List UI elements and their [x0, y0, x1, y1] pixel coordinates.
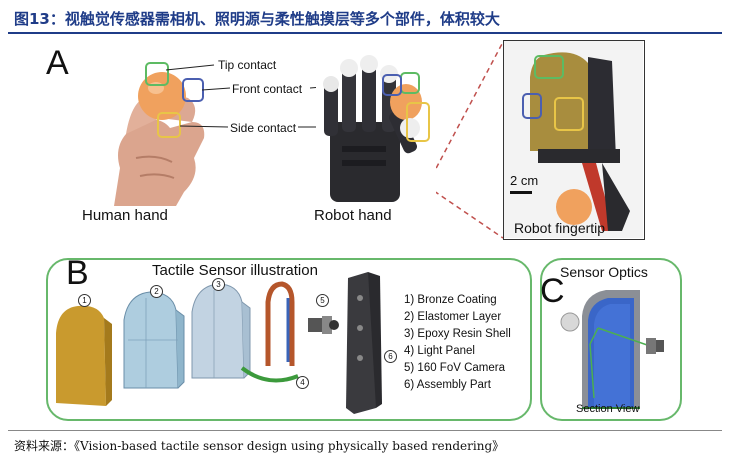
- marker-3: 3: [212, 278, 225, 291]
- front-contact-label: Front contact: [232, 82, 303, 96]
- panel-c-frame: [540, 258, 682, 421]
- fingertip-closeup-frame: 2 cm Robot fingertip: [503, 40, 645, 240]
- tip-contact-label: Tip contact: [218, 58, 277, 72]
- marker-1: 1: [78, 294, 91, 307]
- tip-contact-highlight: [145, 62, 169, 86]
- marker-2: 2: [150, 285, 163, 298]
- robot-fingertip-caption: Robot fingertip: [514, 220, 606, 236]
- section-view-caption: Section View: [576, 403, 640, 415]
- side-contact-highlight: [157, 112, 181, 138]
- figure-title: 图13：视触觉传感器需相机、照明源与柔性触摸层等多个部件，体积较大: [14, 10, 500, 28]
- panel-b-title: Tactile Sensor illustration: [152, 262, 318, 279]
- section-view-diagram: [560, 290, 664, 409]
- side-contact-label: Side contact: [230, 121, 297, 135]
- fingertip-tip-highlight: [534, 55, 564, 79]
- marker-6: 6: [384, 350, 397, 363]
- fingertip-side-highlight: [554, 97, 584, 131]
- panel-a-letter: A: [46, 44, 69, 82]
- robot-side-contact-highlight: [406, 102, 430, 142]
- legend-item-3: 3) Epoxy Resin Shell: [404, 328, 511, 340]
- marker-4: 4: [296, 376, 309, 389]
- source-note: 资料来源：《Vision-based tactile sensor design…: [14, 439, 505, 453]
- panel-c-letter: C: [540, 272, 565, 310]
- human-hand-caption: Human hand: [82, 207, 168, 224]
- robot-hand-image: [316, 54, 436, 202]
- legend-item-6: 6) Assembly Part: [404, 379, 491, 391]
- legend-item-4: 4) Light Panel: [404, 345, 475, 357]
- robot-tip-contact-highlight: [400, 72, 420, 94]
- title-divider: [8, 32, 722, 34]
- robot-hand-caption: Robot hand: [314, 207, 392, 224]
- footer-divider: [8, 430, 722, 431]
- scale-bar-label: 2 cm: [510, 173, 539, 188]
- legend-item-5: 5) 160 FoV Camera: [404, 362, 505, 374]
- fingertip-front-highlight: [522, 93, 542, 119]
- legend-item-1: 1) Bronze Coating: [404, 294, 497, 306]
- panel-b-frame: [46, 258, 532, 421]
- legend-item-2: 2) Elastomer Layer: [404, 311, 502, 323]
- robot-front-contact-highlight: [382, 74, 402, 96]
- panel-b-letter: B: [66, 254, 89, 292]
- panel-c-title: Sensor Optics: [560, 264, 648, 280]
- marker-5: 5: [316, 294, 329, 307]
